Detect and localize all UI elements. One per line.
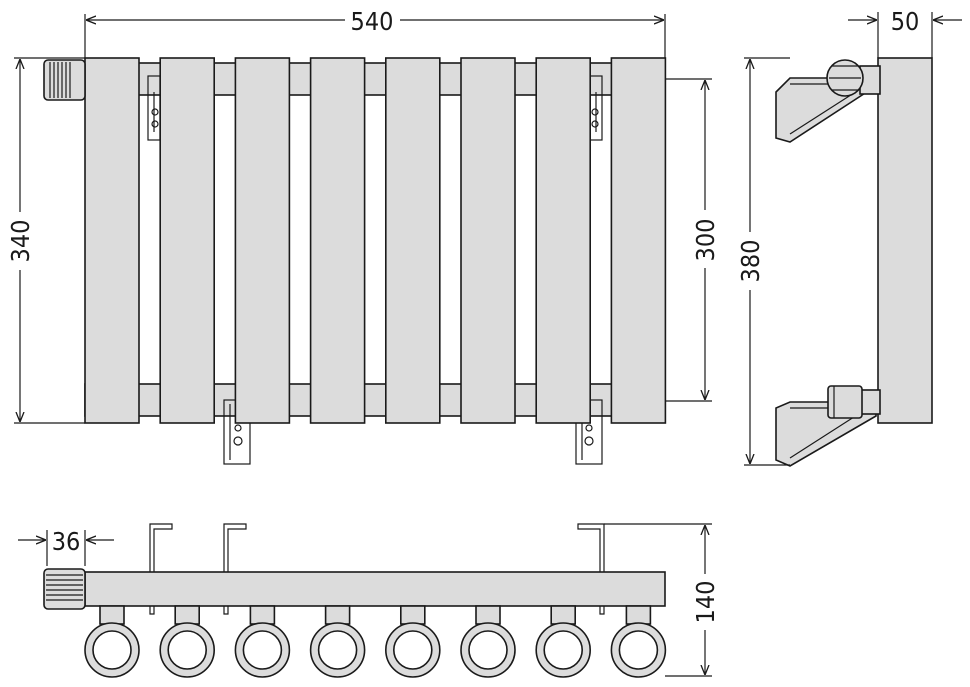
plan-section-2	[159, 605, 215, 678]
dimension-side-height: 380	[736, 57, 790, 466]
front-section-7	[535, 57, 592, 424]
dimension-width: 540	[84, 7, 666, 58]
plan-section-6	[460, 605, 516, 678]
dimension-connection-spacing: 300	[665, 78, 720, 402]
front-sections	[84, 57, 667, 424]
valve-icon	[43, 59, 86, 101]
plan-section-4	[309, 605, 366, 678]
dimension-height-total-label: 340	[6, 220, 35, 263]
front-section-8	[610, 57, 667, 424]
dimension-valve-offset-label: 36	[52, 527, 81, 556]
dimension-plan-depth-label: 140	[691, 581, 720, 624]
plan-section-3	[234, 605, 291, 678]
plan-bracket-1	[149, 523, 173, 615]
side-view	[775, 57, 933, 467]
plan-sections	[84, 605, 667, 678]
plan-header-bar	[84, 571, 666, 607]
front-view	[43, 57, 667, 465]
front-section-4	[309, 57, 366, 424]
plan-valve-icon	[43, 568, 86, 610]
dimension-valve-offset: 36	[18, 527, 114, 566]
front-section-2	[159, 57, 215, 424]
dimension-height-total: 340	[6, 57, 85, 424]
front-section-3	[234, 57, 291, 424]
side-lockshield-icon	[827, 385, 863, 419]
plan-section-5	[384, 605, 441, 678]
front-section-6	[460, 57, 516, 424]
side-radiator-profile	[877, 57, 933, 424]
front-section-5	[384, 57, 441, 424]
dimension-side-depth-label: 50	[891, 7, 920, 36]
front-section-1	[84, 57, 140, 424]
dimension-plan-depth: 140	[604, 523, 720, 677]
plan-section-8	[610, 605, 667, 678]
dimension-connection-spacing-label: 300	[691, 219, 720, 262]
dimension-side-depth: 50	[848, 7, 962, 58]
plan-view	[43, 523, 667, 678]
dimension-width-label: 540	[351, 7, 394, 36]
plan-section-1	[84, 605, 140, 678]
plan-bracket-2	[223, 523, 247, 615]
plan-section-7	[535, 605, 592, 678]
dimension-side-height-label: 380	[736, 240, 765, 283]
